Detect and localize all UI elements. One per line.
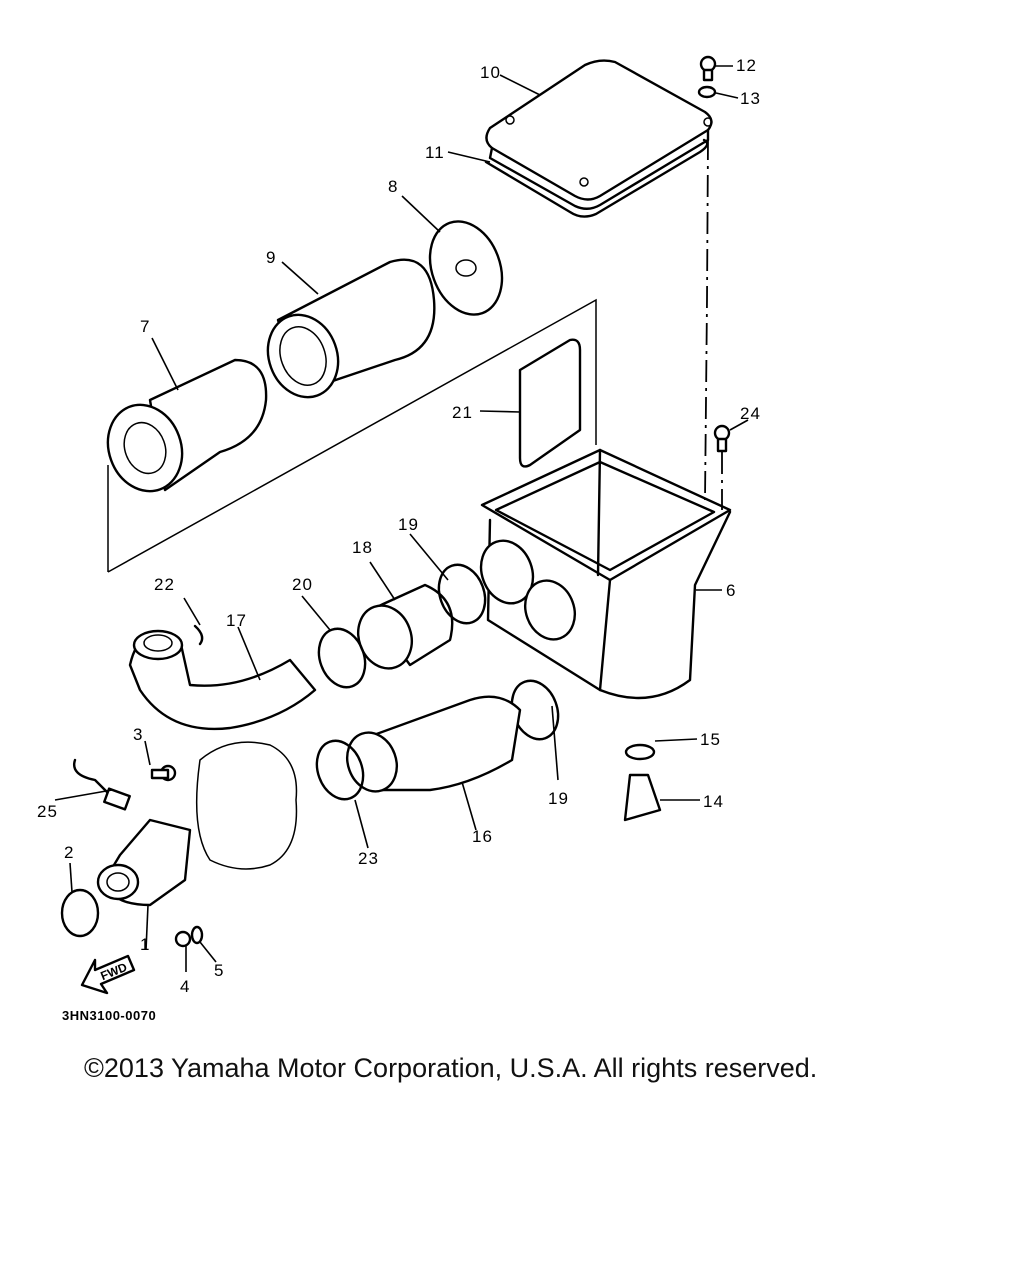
part-22-clip: [193, 624, 204, 646]
part-4-nut: [174, 930, 192, 948]
engine-outline: [195, 741, 298, 870]
diagram-code: 3HN3100-0070: [62, 1008, 156, 1023]
callout-12: 12: [736, 56, 757, 75]
callout-11: 11: [425, 143, 445, 162]
part-20-clamp: [317, 627, 367, 689]
part-6-airbox: [479, 448, 732, 700]
leader-lines: [54, 65, 749, 972]
part-25-wire: [73, 758, 131, 811]
callout-15: 15: [700, 730, 721, 749]
callout-24: 24: [740, 404, 761, 423]
callout-2: 2: [64, 843, 74, 862]
callout-10: 10: [480, 63, 501, 82]
fwd-arrow: FWD: [80, 954, 136, 995]
copyright-notice: ©2013 Yamaha Motor Corporation, U.S.A. A…: [84, 1053, 818, 1083]
part-24-bolt: [713, 424, 731, 453]
callout-3: 3: [133, 725, 143, 744]
callout-19b: 19: [548, 789, 569, 808]
part-17-hose: [128, 629, 317, 731]
callout-4: 4: [180, 977, 190, 996]
part-13-washer: [697, 85, 717, 99]
callout-9: 9: [266, 248, 276, 267]
callout-18: 18: [352, 538, 373, 557]
callout-13: 13: [740, 89, 761, 108]
callout-22: 22: [154, 575, 175, 594]
callout-5: 5: [214, 961, 224, 980]
callout-8: 8: [388, 177, 398, 196]
part-10-cover: [485, 59, 713, 210]
part-16-duct: [346, 695, 522, 793]
part-14-drain: [623, 773, 662, 822]
part-23-clamp: [315, 739, 365, 801]
part-15-clip: [624, 743, 656, 761]
part-5-washer: [190, 925, 204, 945]
callout-labels: 10 12 13 11 8 9 7 21 24 6 19 18 20 22 17…: [37, 56, 761, 996]
exploded-parts-diagram: FWD 10 12 13 11 8: [37, 55, 761, 1023]
callout-14: 14: [703, 792, 724, 811]
callout-25: 25: [37, 802, 58, 821]
part-9-element: [266, 258, 436, 399]
callout-1: 1: [140, 935, 150, 954]
part-1-carb-joint: [96, 818, 192, 907]
part-21-plate: [518, 338, 582, 468]
callout-20: 20: [292, 575, 313, 594]
part-2-oring: [60, 888, 100, 938]
part-18-joint: [357, 583, 454, 670]
callout-7: 7: [140, 317, 150, 336]
part-12-bolt: [699, 55, 717, 82]
callout-16: 16: [472, 827, 493, 846]
part-8-cap: [428, 220, 504, 316]
callout-19a: 19: [398, 515, 419, 534]
part-11-gasket: [484, 138, 709, 218]
callout-23: 23: [358, 849, 379, 868]
part-7-inner-element: [106, 358, 268, 493]
callout-17: 17: [226, 611, 247, 630]
part-3-bolt: [150, 764, 177, 782]
callout-21: 21: [452, 403, 473, 422]
callout-6: 6: [726, 581, 736, 600]
part-19-clamp-upper: [437, 563, 487, 625]
exploded-frame: [107, 298, 597, 573]
